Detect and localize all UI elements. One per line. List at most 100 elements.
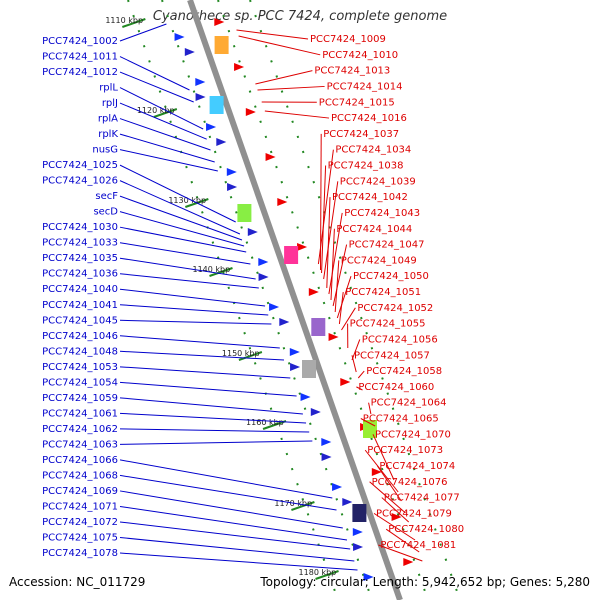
label-connector <box>326 197 331 289</box>
gene-feature-forward <box>391 513 402 521</box>
gene-label: PCC7424_1073 <box>367 445 443 456</box>
gene-feature-block <box>302 360 316 378</box>
gene-feature-reverse <box>321 453 332 461</box>
label-connector <box>323 181 339 280</box>
gene-label: PCC7424_1040 <box>42 284 118 295</box>
label-connector <box>317 149 334 265</box>
gene-label: PCC7424_1051 <box>345 287 421 298</box>
label-connector <box>119 23 167 42</box>
gene-feature-reverse <box>258 258 269 266</box>
label-connector <box>119 226 247 253</box>
guide-line <box>217 0 429 600</box>
gene-feature-forward <box>403 558 414 566</box>
label-connector <box>119 428 310 433</box>
gene-label: PCC7424_1009 <box>310 34 386 45</box>
gene-label: rplK <box>98 129 118 140</box>
gene-feature-forward <box>277 198 288 206</box>
gene-label: PCC7424_1025 <box>42 160 118 171</box>
gene-feature-block <box>214 36 229 54</box>
gene-label: PCC7424_1078 <box>42 548 118 559</box>
label-connector <box>119 149 218 172</box>
gene-feature-reverse <box>258 273 269 281</box>
label-connector <box>351 339 361 361</box>
genome-backbone <box>187 0 403 600</box>
gene-label: PCC7424_1010 <box>322 50 398 61</box>
kbp-tick-mark <box>238 351 263 361</box>
topology-text: Topology: circular; Length: 5,942,652 bp… <box>260 575 590 589</box>
gene-label: PCC7424_1013 <box>314 66 390 77</box>
gene-label: PCC7424_1071 <box>42 501 118 512</box>
label-connector <box>373 512 416 541</box>
gene-label: PCC7424_1079 <box>376 508 452 519</box>
gene-label: PCC7424_1014 <box>327 81 403 92</box>
gene-feature-forward <box>214 18 225 26</box>
gene-label: PCC7424_1080 <box>388 524 464 535</box>
label-connector <box>334 260 340 313</box>
gene-label: PCC7424_1030 <box>42 222 118 233</box>
label-connector <box>336 276 352 319</box>
gene-label: PCC7424_1064 <box>371 398 447 409</box>
label-connector <box>119 381 297 397</box>
gene-label: PCC7424_1068 <box>42 470 118 481</box>
gene-feature-reverse <box>342 498 353 506</box>
gene-label: PCC7424_1075 <box>42 532 118 543</box>
gene-label: PCC7424_1072 <box>42 517 118 528</box>
label-connector <box>119 133 215 163</box>
kbp-tick-label: 1180 kbp <box>299 568 337 577</box>
gene-feature-block <box>237 204 252 222</box>
kbp-tick-mark <box>209 267 233 277</box>
gene-label: PCC7424_1037 <box>323 129 399 140</box>
gene-label: PCC7424_1058 <box>366 366 442 377</box>
label-connector <box>357 370 365 379</box>
gene-features <box>174 18 414 581</box>
gene-feature-forward <box>340 378 351 386</box>
guide-line <box>127 0 339 600</box>
gene-label: PCC7424_1011 <box>42 52 118 63</box>
gene-label: PCC7424_1049 <box>341 255 417 266</box>
label-connector <box>356 386 363 391</box>
label-connector <box>264 110 330 119</box>
gene-label: secF <box>95 191 118 202</box>
label-connector <box>119 474 337 511</box>
label-connector <box>119 102 207 140</box>
gene-label: PCC7424_1043 <box>344 208 420 219</box>
gene-feature-reverse <box>227 183 238 191</box>
gene-feature-reverse <box>290 363 301 371</box>
gene-feature-block <box>311 318 326 336</box>
kbp-tick-label: 1130 kbp <box>168 196 206 205</box>
gene-label: rplA <box>98 114 118 125</box>
kbp-tick-mark <box>315 570 339 580</box>
gene-label: PCC7424_1063 <box>42 439 118 450</box>
kbp-tick-label: 1160 kbp <box>246 418 284 427</box>
gene-label: PCC7424_1002 <box>42 36 118 47</box>
gene-feature-reverse <box>300 393 311 401</box>
gene-label: PCC7424_1038 <box>328 161 404 172</box>
gene-label: PCC7424_1039 <box>340 176 416 187</box>
gene-feature-reverse <box>363 573 374 581</box>
gene-label: secD <box>93 207 118 218</box>
gene-label: PCC7424_1062 <box>42 424 118 435</box>
label-connector <box>257 85 325 91</box>
label-connector <box>119 319 272 325</box>
gene-label: PCC7424_1035 <box>42 253 118 264</box>
label-connector <box>119 459 333 499</box>
label-connector <box>119 440 313 445</box>
gene-label: PCC7424_1033 <box>42 238 118 249</box>
gene-feature-reverse <box>321 438 332 446</box>
label-connector <box>119 71 194 103</box>
gene-label: PCC7424_1061 <box>42 408 118 419</box>
label-connector <box>119 87 204 130</box>
gene-feature-reverse <box>174 33 185 41</box>
gene-feature-reverse <box>226 168 237 176</box>
label-connector <box>119 521 351 550</box>
gene-label: PCC7424_1016 <box>331 113 407 124</box>
gene-label: rplJ <box>102 98 118 109</box>
label-connector <box>330 228 335 301</box>
label-connector <box>255 70 313 85</box>
kbp-tick-mark <box>262 420 287 430</box>
gene-label: PCC7424_1056 <box>362 334 438 345</box>
gene-labels: PCC7424_1002PCC7424_1011PCC7424_1012rplL… <box>42 23 464 571</box>
gene-label: PCC7424_1065 <box>363 414 439 425</box>
gene-feature-reverse <box>195 78 206 86</box>
